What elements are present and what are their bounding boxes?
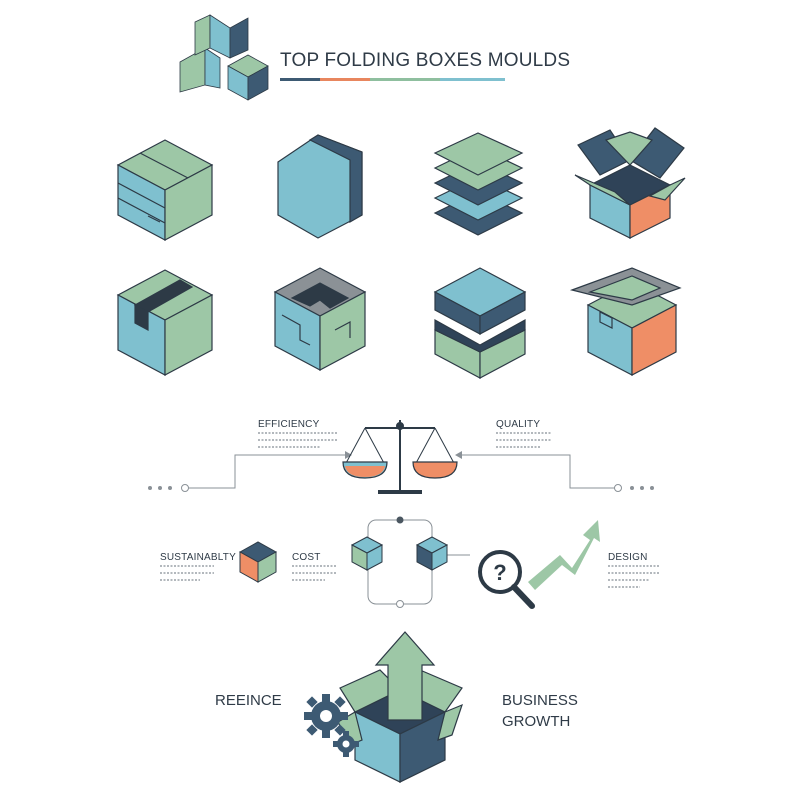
magnifier-question-icon: ? xyxy=(478,550,535,609)
efficiency-label: EFFICIENCY xyxy=(258,419,320,430)
growth-arrow-icon xyxy=(528,520,600,590)
arrow-head xyxy=(455,451,462,459)
quality-label: QUALITY xyxy=(496,419,541,430)
small-gear-icon xyxy=(333,731,359,757)
title-underline xyxy=(280,78,505,81)
ellipsis-dots-left xyxy=(148,486,172,490)
taped-box-icon xyxy=(116,139,214,241)
quality-cube-icon xyxy=(415,536,449,571)
connector-node xyxy=(181,484,189,492)
up-arrow-icon xyxy=(374,631,436,721)
connector-node xyxy=(396,600,404,608)
growth-box-icon xyxy=(337,669,463,783)
balance-scale-icon xyxy=(344,420,456,494)
gear-icon xyxy=(304,694,348,738)
open-box-icon xyxy=(574,127,686,239)
split-box-icon xyxy=(433,267,527,379)
strapped-box-icon xyxy=(116,269,214,376)
cost-label: COST xyxy=(292,552,321,563)
page-title: TOP FOLDING BOXES MOULDS xyxy=(280,50,571,71)
design-label: DESIGN xyxy=(608,552,648,563)
reeince-label: REEINCE xyxy=(215,692,282,709)
svg-text:?: ? xyxy=(493,560,506,585)
connector-node xyxy=(396,516,404,524)
placeholder-text-lines xyxy=(160,432,660,588)
hexagon-box-icon xyxy=(277,134,363,239)
scale-pan-left-fill xyxy=(345,466,385,477)
cost-cube-icon xyxy=(350,536,384,571)
connector-node xyxy=(614,484,622,492)
sustainability-label: SUSTAINABLTY xyxy=(160,552,236,563)
business-label-line2: GROWTH xyxy=(502,713,571,730)
folded-cube-icon xyxy=(273,267,367,371)
stacked-sheets-icon xyxy=(433,132,524,236)
lid-open-box-icon xyxy=(569,267,682,376)
business-label-line1: BUSINESS xyxy=(502,692,578,709)
sustainability-cube-icon xyxy=(238,541,278,583)
ellipsis-dots-right xyxy=(630,486,654,490)
arrow-head xyxy=(345,451,352,459)
business-growth-label: BUSINESS GROWTH xyxy=(502,690,578,732)
header-logo-icon xyxy=(179,14,269,101)
connector-lines xyxy=(185,454,618,605)
scale-pan-right xyxy=(412,461,458,479)
